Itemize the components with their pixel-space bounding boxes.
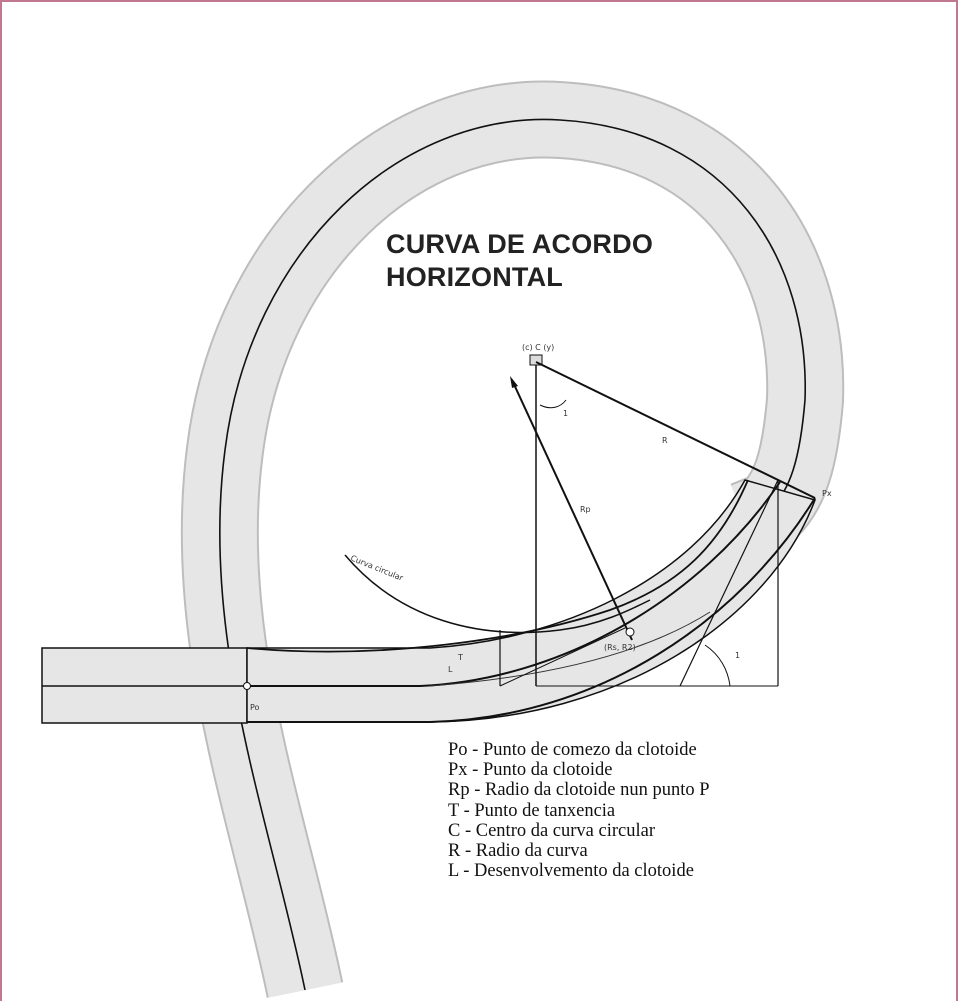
clothoid-line	[429, 611, 711, 687]
legend-item: T - Punto de tanxencia	[448, 800, 616, 821]
transition-band	[246, 479, 816, 723]
angle-arc-bottom	[704, 644, 731, 687]
circular-curve-arc	[344, 554, 651, 634]
legend-item: L - Desenvolvemento da clotoide	[448, 861, 694, 882]
rp-arrowhead	[510, 376, 518, 388]
title-line-2: HORIZONTAL	[386, 262, 563, 292]
legend-item: Px - Punto da clotoide	[448, 760, 613, 781]
p-point-label: (Rs, R2)	[604, 643, 636, 652]
rp-line	[511, 379, 633, 641]
transition-outer-edge	[246, 479, 749, 653]
center-label: (c) C (y)	[522, 343, 554, 352]
transition-inner-edge	[247, 481, 781, 687]
title-line-1: CURVA DE ACORDO	[386, 229, 654, 259]
diagram-title: CURVA DE ACORDO HORIZONTAL	[386, 228, 653, 294]
l-label: L	[448, 665, 453, 674]
legend-item: Po - Punto de comezo da clotoide	[448, 740, 697, 760]
legend-item: Rp - Radio da clotoide nun punto P	[448, 780, 710, 801]
px-line	[499, 627, 626, 687]
legend-item: R - Radio da curva	[448, 841, 588, 862]
angle-label-bottom: 1	[735, 651, 740, 660]
radius-line	[535, 361, 816, 499]
start-marker	[243, 682, 251, 690]
px-label: Px	[822, 489, 832, 498]
radius-label: R	[662, 436, 668, 445]
po-label: Po	[250, 703, 260, 712]
center-marker	[529, 354, 543, 366]
angle-label-top: 1	[563, 409, 568, 418]
p-point-marker	[625, 627, 635, 637]
angle-arc-top	[539, 399, 567, 409]
legend-item: C - Centro da curva circular	[448, 820, 656, 841]
tangent-diagonal	[679, 479, 779, 687]
rp-label: Rp	[580, 505, 591, 514]
legend: Po - Punto de comezo da clotoide Px - Pu…	[448, 740, 710, 881]
t-label: T	[457, 653, 463, 662]
